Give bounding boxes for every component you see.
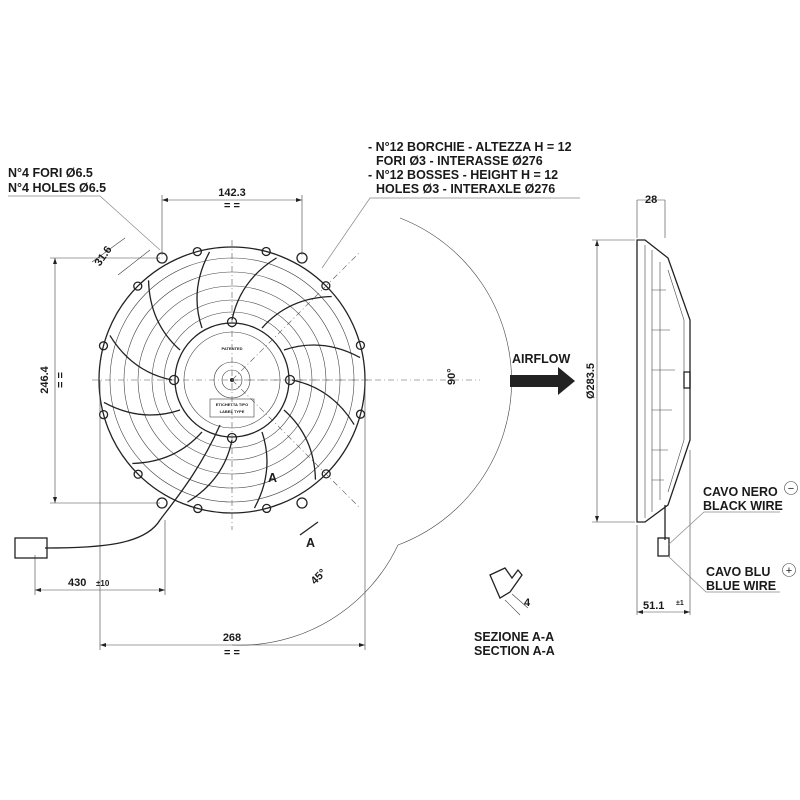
section-a-a-detail: 4 SEZIONE A-A SECTION A-A	[474, 567, 555, 658]
dim-51-value: 51.1	[643, 600, 664, 612]
dim-430-value: 430	[68, 577, 86, 589]
mount-hole	[296, 497, 308, 509]
bosses-note-1: - N°12 BORCHIE - ALTEZZA H = 12	[368, 140, 572, 154]
dim-142-value: 142.3	[218, 187, 246, 199]
connector	[657, 537, 670, 557]
fan-spoke	[109, 335, 173, 381]
dim-equal: = =	[55, 372, 67, 388]
patented-text: PATENTED	[222, 346, 243, 351]
holes-leader	[8, 195, 161, 251]
blue-wire-it: CAVO BLU	[706, 565, 770, 579]
fan-spoke	[147, 280, 181, 351]
fan-spoke	[261, 295, 332, 329]
minus-icon	[784, 481, 798, 495]
plus-sign: +	[786, 565, 792, 577]
centerlines	[231, 251, 480, 509]
boss	[321, 281, 331, 291]
blue-wire-en: BLUE WIRE	[706, 579, 776, 593]
fan-spoke	[132, 431, 203, 465]
dim-268-value: 268	[223, 632, 241, 644]
dim-51-tol: ±1	[676, 600, 684, 607]
angle-90-label: 90°	[446, 368, 458, 385]
dim-430: 430 ±10	[34, 520, 166, 595]
airflow-label: AIRFLOW	[512, 352, 571, 366]
boss	[355, 409, 366, 419]
boss	[133, 281, 143, 291]
boss	[98, 341, 109, 351]
section-title-it: SEZIONE A-A	[474, 630, 554, 644]
fan-spoke	[187, 439, 233, 503]
black-wire-en: BLACK WIRE	[703, 499, 783, 513]
dim-246: 246.4 = =	[39, 257, 160, 504]
airflow-arrow-icon	[510, 367, 575, 395]
angle-45-label: 45°	[309, 567, 329, 587]
fan-side-view: 28 Ø283.5 51.1 ±1	[585, 194, 691, 615]
dim-430-tol: ±10	[96, 579, 110, 588]
fan-spoke	[103, 401, 181, 416]
holes-note-en: N°4 HOLES Ø6.5	[8, 181, 106, 195]
motor-screw	[226, 316, 238, 328]
fan-spoke	[291, 379, 355, 425]
label-type-en: LABEL TYPE	[220, 409, 245, 414]
boss	[355, 340, 366, 350]
motor-screw	[168, 374, 180, 386]
fan-spoke	[253, 431, 268, 509]
cable-connector	[14, 537, 48, 559]
fan-front-view	[92, 240, 372, 530]
boss	[98, 410, 109, 420]
dim-31-6: 31.6	[91, 237, 151, 276]
dim-equal: = =	[224, 647, 240, 659]
fan-spoke	[231, 257, 277, 321]
bosses-leader	[321, 197, 580, 269]
fan-spoke	[283, 409, 317, 480]
dim-268: 268 = =	[99, 380, 366, 659]
label-type-it: ETICHETTA TIPO	[216, 402, 248, 407]
section-title-en: SECTION A-A	[474, 644, 555, 658]
boss	[261, 246, 271, 257]
bosses-note-3: - N°12 BOSSES - HEIGHT H = 12	[368, 168, 558, 182]
motor-screw	[226, 432, 238, 444]
dim-equal: = =	[224, 200, 240, 212]
dim-diameter-value: Ø283.5	[585, 363, 597, 399]
angle-45-arc	[231, 544, 399, 646]
fan-spoke	[283, 344, 361, 359]
dim-142: 142.3 = =	[161, 187, 303, 255]
black-wire-leader	[667, 511, 780, 546]
boss	[193, 503, 203, 514]
section-marker-a: A	[306, 536, 315, 550]
boss	[192, 246, 202, 257]
black-wire-it: CAVO NERO	[703, 485, 778, 499]
boss	[321, 469, 331, 479]
plus-icon	[782, 563, 796, 577]
bosses-note-2: FORI Ø3 - INTERASSE Ø276	[376, 154, 543, 168]
boss	[262, 503, 272, 514]
blue-wire-leader	[667, 555, 780, 593]
section-cut-mark	[299, 521, 319, 536]
cable	[44, 424, 221, 549]
dim-246-value: 246.4	[39, 365, 51, 393]
bosses-note-4: HOLES Ø3 - INTERAXLE Ø276	[376, 182, 555, 196]
section-dim-value: 4	[524, 597, 531, 609]
holes-note-it: N°4 FORI Ø6.5	[8, 166, 93, 180]
boss	[133, 469, 143, 479]
dim-28-value: 28	[645, 194, 657, 206]
fan-spoke	[196, 251, 211, 329]
minus-sign: −	[788, 483, 794, 495]
label-type-box	[209, 398, 255, 418]
section-marker-a2: A	[268, 471, 277, 485]
